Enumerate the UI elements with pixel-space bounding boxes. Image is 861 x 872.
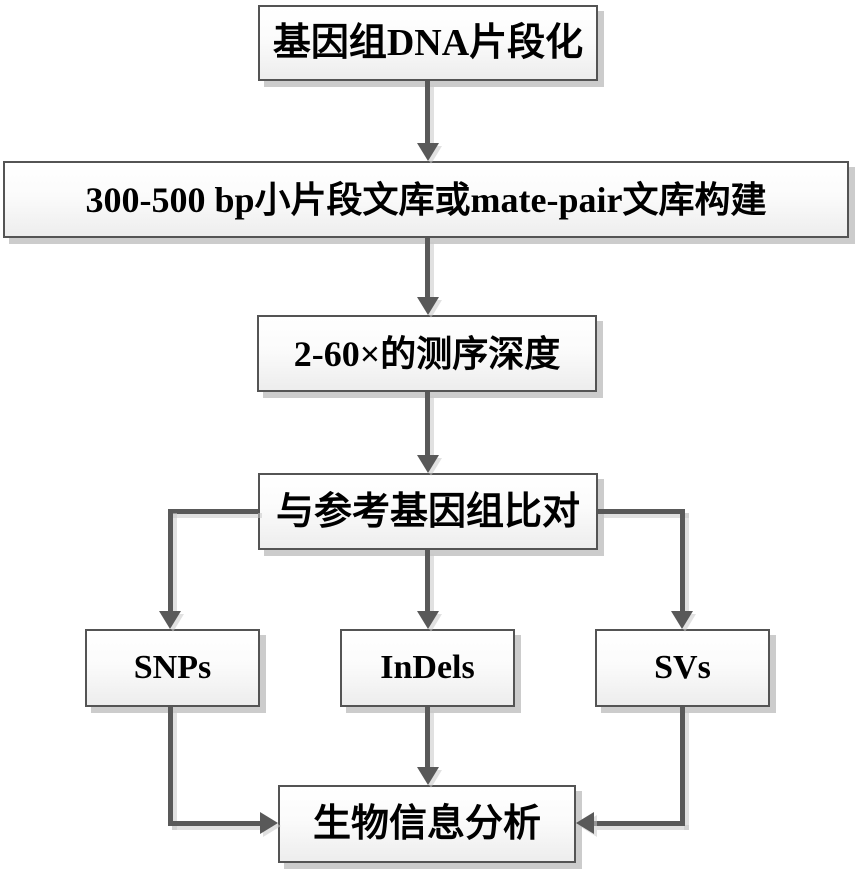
arrowhead-down-icon (417, 455, 439, 473)
node-label: InDels (380, 649, 475, 686)
node-svs: SVs (595, 629, 770, 707)
node-label: SNPs (133, 649, 212, 686)
node-label: 300-500 bp小片段文库或mate-pair文库构建 (85, 179, 767, 220)
arrowhead-down-icon (417, 767, 439, 785)
edge-library-depth-line (425, 238, 430, 297)
edge-svs-bioinfo-vline (680, 707, 685, 826)
edge-alignment-svs-vline (680, 509, 685, 611)
arrowhead-down-icon (417, 611, 439, 629)
node-genome-dna-fragmentation: 基因组DNA片段化 (258, 5, 598, 81)
node-reference-alignment: 与参考基因组比对 (258, 473, 598, 550)
node-label: 基因组DNA片段化 (272, 22, 584, 64)
edge-snps-bioinfo-hline (168, 821, 260, 826)
edge-indels-bioinfo-line (425, 707, 430, 767)
edge-alignment-indels-line (425, 550, 430, 611)
arrowhead-left-icon (576, 812, 594, 834)
edge-depth-alignment-line (425, 392, 430, 455)
node-library-construction: 300-500 bp小片段文库或mate-pair文库构建 (3, 161, 849, 238)
node-label: 2-60×的测序深度 (293, 333, 561, 374)
node-label: SVs (654, 649, 711, 686)
node-label: 与参考基因组比对 (275, 490, 580, 533)
edge-fragmentation-library-line (425, 81, 430, 143)
node-label: 生物信息分析 (312, 803, 541, 845)
node-snps: SNPs (85, 629, 260, 707)
node-bioinformatics-analysis: 生物信息分析 (278, 785, 576, 863)
edge-alignment-svs-hline (598, 509, 685, 514)
arrowhead-down-icon (417, 143, 439, 161)
arrowhead-down-icon (671, 611, 693, 629)
node-sequencing-depth: 2-60×的测序深度 (257, 315, 597, 392)
arrowhead-right-icon (260, 812, 278, 834)
arrowhead-down-icon (159, 611, 181, 629)
node-indels: InDels (340, 629, 515, 707)
edge-alignment-snps-vline (168, 509, 173, 611)
edge-snps-bioinfo-vline (168, 707, 173, 826)
arrowhead-down-icon (417, 297, 439, 315)
edge-alignment-snps-hline (168, 509, 258, 514)
edge-svs-bioinfo-hline (593, 821, 685, 826)
